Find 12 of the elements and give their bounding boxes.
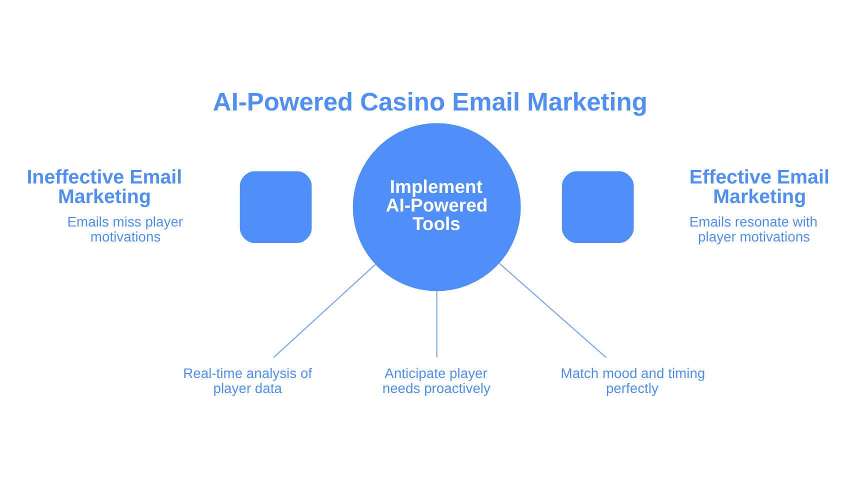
connector xyxy=(273,263,376,358)
node-box xyxy=(562,170,634,243)
node-text: Match mood and timing perfectly xyxy=(560,364,706,396)
node-circle: Implement AI-Powered Tools xyxy=(352,122,521,291)
node-text: Effective Email Marketing Emails resonate with player motivations xyxy=(689,166,830,244)
connector xyxy=(498,262,606,358)
node-box xyxy=(240,170,312,243)
connector xyxy=(436,290,438,357)
node-text: Ineffective Email Marketing Emails miss player motivations xyxy=(26,166,184,244)
diagram-title: AI-Powered Casino Email Marketing xyxy=(212,88,648,116)
node-text: Real-time analysis of player data xyxy=(183,364,312,396)
node-text: Anticipate player needs proactively xyxy=(382,364,490,396)
